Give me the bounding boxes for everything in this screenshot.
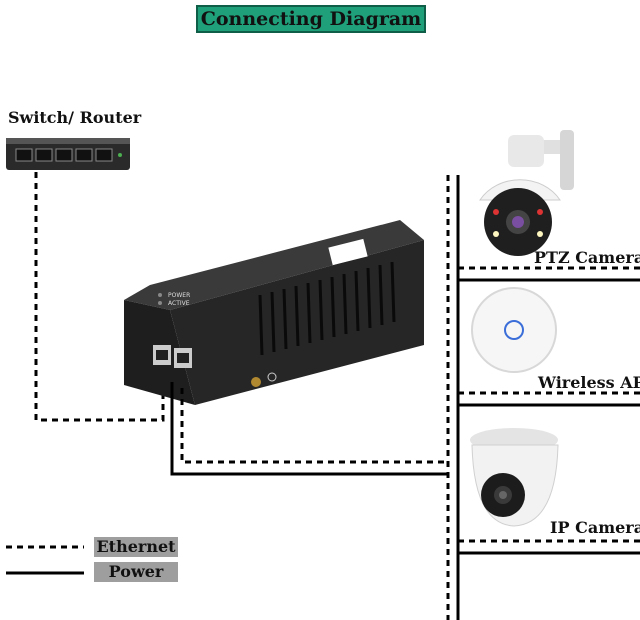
switch-router-label: Switch/ Router bbox=[8, 108, 142, 127]
ip-camera-label: IP Camera bbox=[550, 518, 640, 537]
legend-ethernet-label: Ethernet bbox=[94, 537, 178, 557]
ptz-camera-image bbox=[479, 130, 574, 256]
diagram-title: Connecting Diagram bbox=[196, 5, 426, 33]
ip-camera-image bbox=[470, 428, 559, 527]
ptz-camera-label: PTZ Camera bbox=[534, 248, 640, 267]
wireless-ap-label: Wireless AP bbox=[538, 373, 640, 392]
ethernet-line-switch bbox=[34, 172, 165, 422]
active-led-label: ACTIVE bbox=[168, 300, 190, 307]
wireless-ap-image bbox=[471, 287, 557, 373]
poe-injector-image: POWER ACTIVE bbox=[124, 220, 424, 405]
power-line-outer bbox=[170, 382, 448, 476]
switch-router-image bbox=[6, 138, 130, 170]
legend-power-label: Power bbox=[94, 562, 178, 582]
ethernet-line-inner bbox=[180, 388, 448, 464]
power-led-label: POWER bbox=[168, 292, 190, 299]
